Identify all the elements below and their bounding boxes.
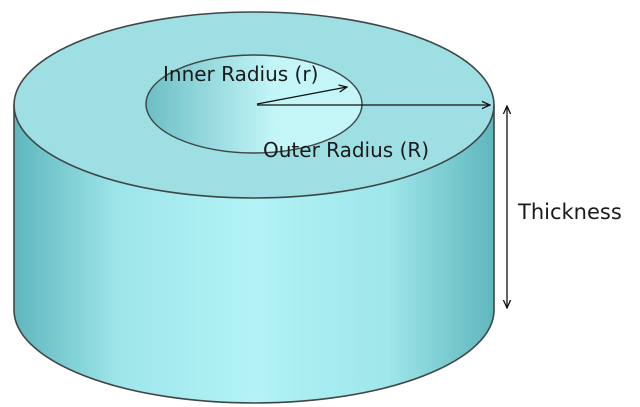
washer-inner-hole xyxy=(145,54,363,154)
thickness-label: Thickness xyxy=(518,200,622,224)
inner-radius-arrow xyxy=(256,87,347,105)
inner-radius-label: Inner Radius (r) xyxy=(163,62,319,86)
outer-radius-label: Outer Radius (R) xyxy=(263,138,430,162)
